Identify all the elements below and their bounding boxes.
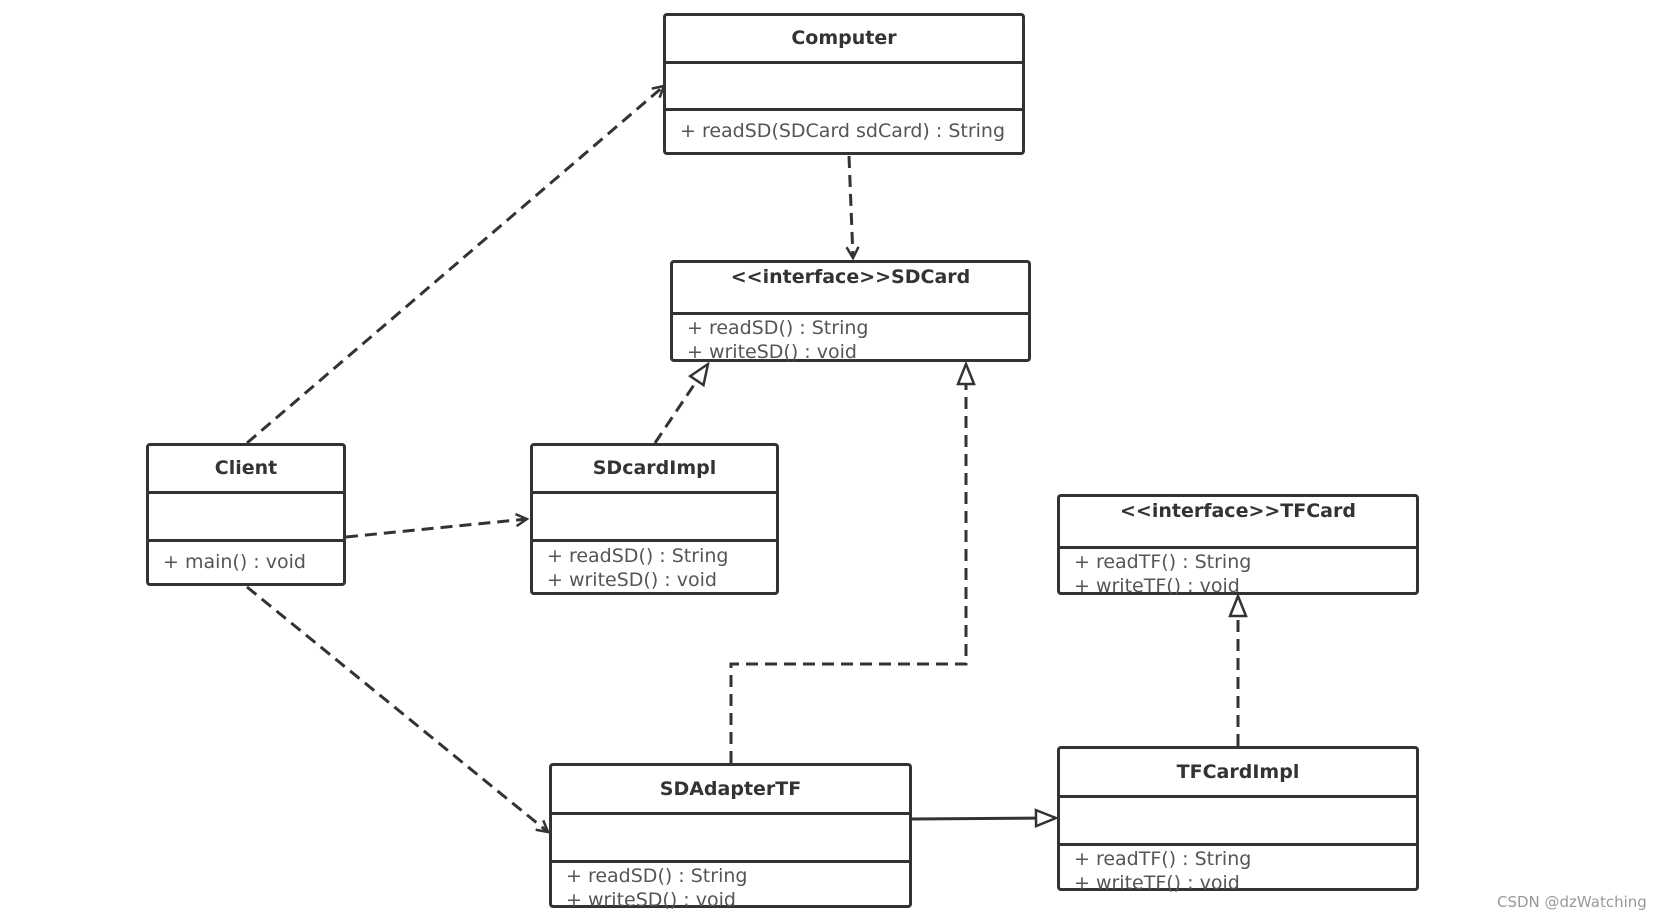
method: + readTF() : String (1074, 848, 1252, 870)
dep-client-sdcardimpl (345, 519, 527, 539)
method: + writeTF() : void (1074, 872, 1240, 894)
method: + writeSD() : void (547, 569, 717, 591)
class-name: <<interface>>TFCard (1120, 500, 1356, 522)
methods-section: + readSD() : String + writeSD() : void (673, 312, 1028, 364)
attributes-section (533, 491, 776, 539)
methods-section: + readSD() : String + writeSD() : void (552, 860, 909, 912)
real-sdadaptertf-sdcard (729, 364, 966, 763)
class-tfcardimpl[interactable]: TFCardImpl + readTF() : String + writeTF… (1057, 746, 1419, 894)
class-name: SDAdapterTF (659, 778, 802, 800)
interface-tfcard[interactable]: <<interface>>TFCard + readTF() : String … (1057, 494, 1419, 598)
class-client[interactable]: Client + main() : void (146, 443, 346, 586)
class-name: Client (214, 457, 278, 479)
gen-sdadaptertf-tfcardimpl (911, 818, 1056, 819)
method: + writeSD() : void (566, 889, 736, 911)
class-computer[interactable]: Computer + readSD(SDCard sdCard) : Strin… (663, 13, 1025, 155)
methods-section: + readTF() : String + writeTF() : void (1060, 546, 1416, 598)
real-sdcardimpl-sdcard (653, 364, 708, 444)
interface-sdcard[interactable]: <<interface>>SDCard + readSD() : String … (670, 260, 1031, 364)
method: + readSD() : String (687, 317, 869, 339)
methods-section: + readTF() : String + writeTF() : void (1060, 843, 1416, 895)
class-name: TFCardImpl (1176, 761, 1300, 783)
dep-client-sdadaptertf (246, 585, 548, 832)
methods-section: + readSD() : String + writeSD() : void (533, 539, 776, 592)
method: + readSD() : String (547, 545, 729, 567)
method: + readSD() : String (566, 865, 748, 887)
method: + writeSD() : void (687, 341, 857, 363)
methods-section: + main() : void (149, 539, 343, 574)
watermark: CSDN @dzWatching (1497, 893, 1647, 911)
methods-section: + readSD(SDCard sdCard) : String (666, 108, 1022, 143)
dep-client-computer (246, 86, 664, 445)
class-name: <<interface>>SDCard (730, 266, 971, 288)
class-sdadaptertf[interactable]: SDAdapterTF + readSD() : String + writeS… (549, 763, 912, 911)
attributes-section (1060, 795, 1416, 843)
attributes-section (149, 491, 343, 539)
attributes-section (552, 812, 909, 860)
class-name: SDcardImpl (592, 457, 717, 479)
method: + readTF() : String (1074, 551, 1252, 573)
dep-computer-sdcard (849, 155, 853, 258)
method: + readSD(SDCard sdCard) : String (680, 120, 1006, 142)
attributes-section (666, 61, 1022, 108)
class-name: Computer (791, 27, 897, 49)
method: + main() : void (163, 551, 306, 573)
method: + writeTF() : void (1074, 575, 1240, 597)
class-sdcardimpl[interactable]: SDcardImpl + readSD() : String + writeSD… (530, 443, 779, 595)
